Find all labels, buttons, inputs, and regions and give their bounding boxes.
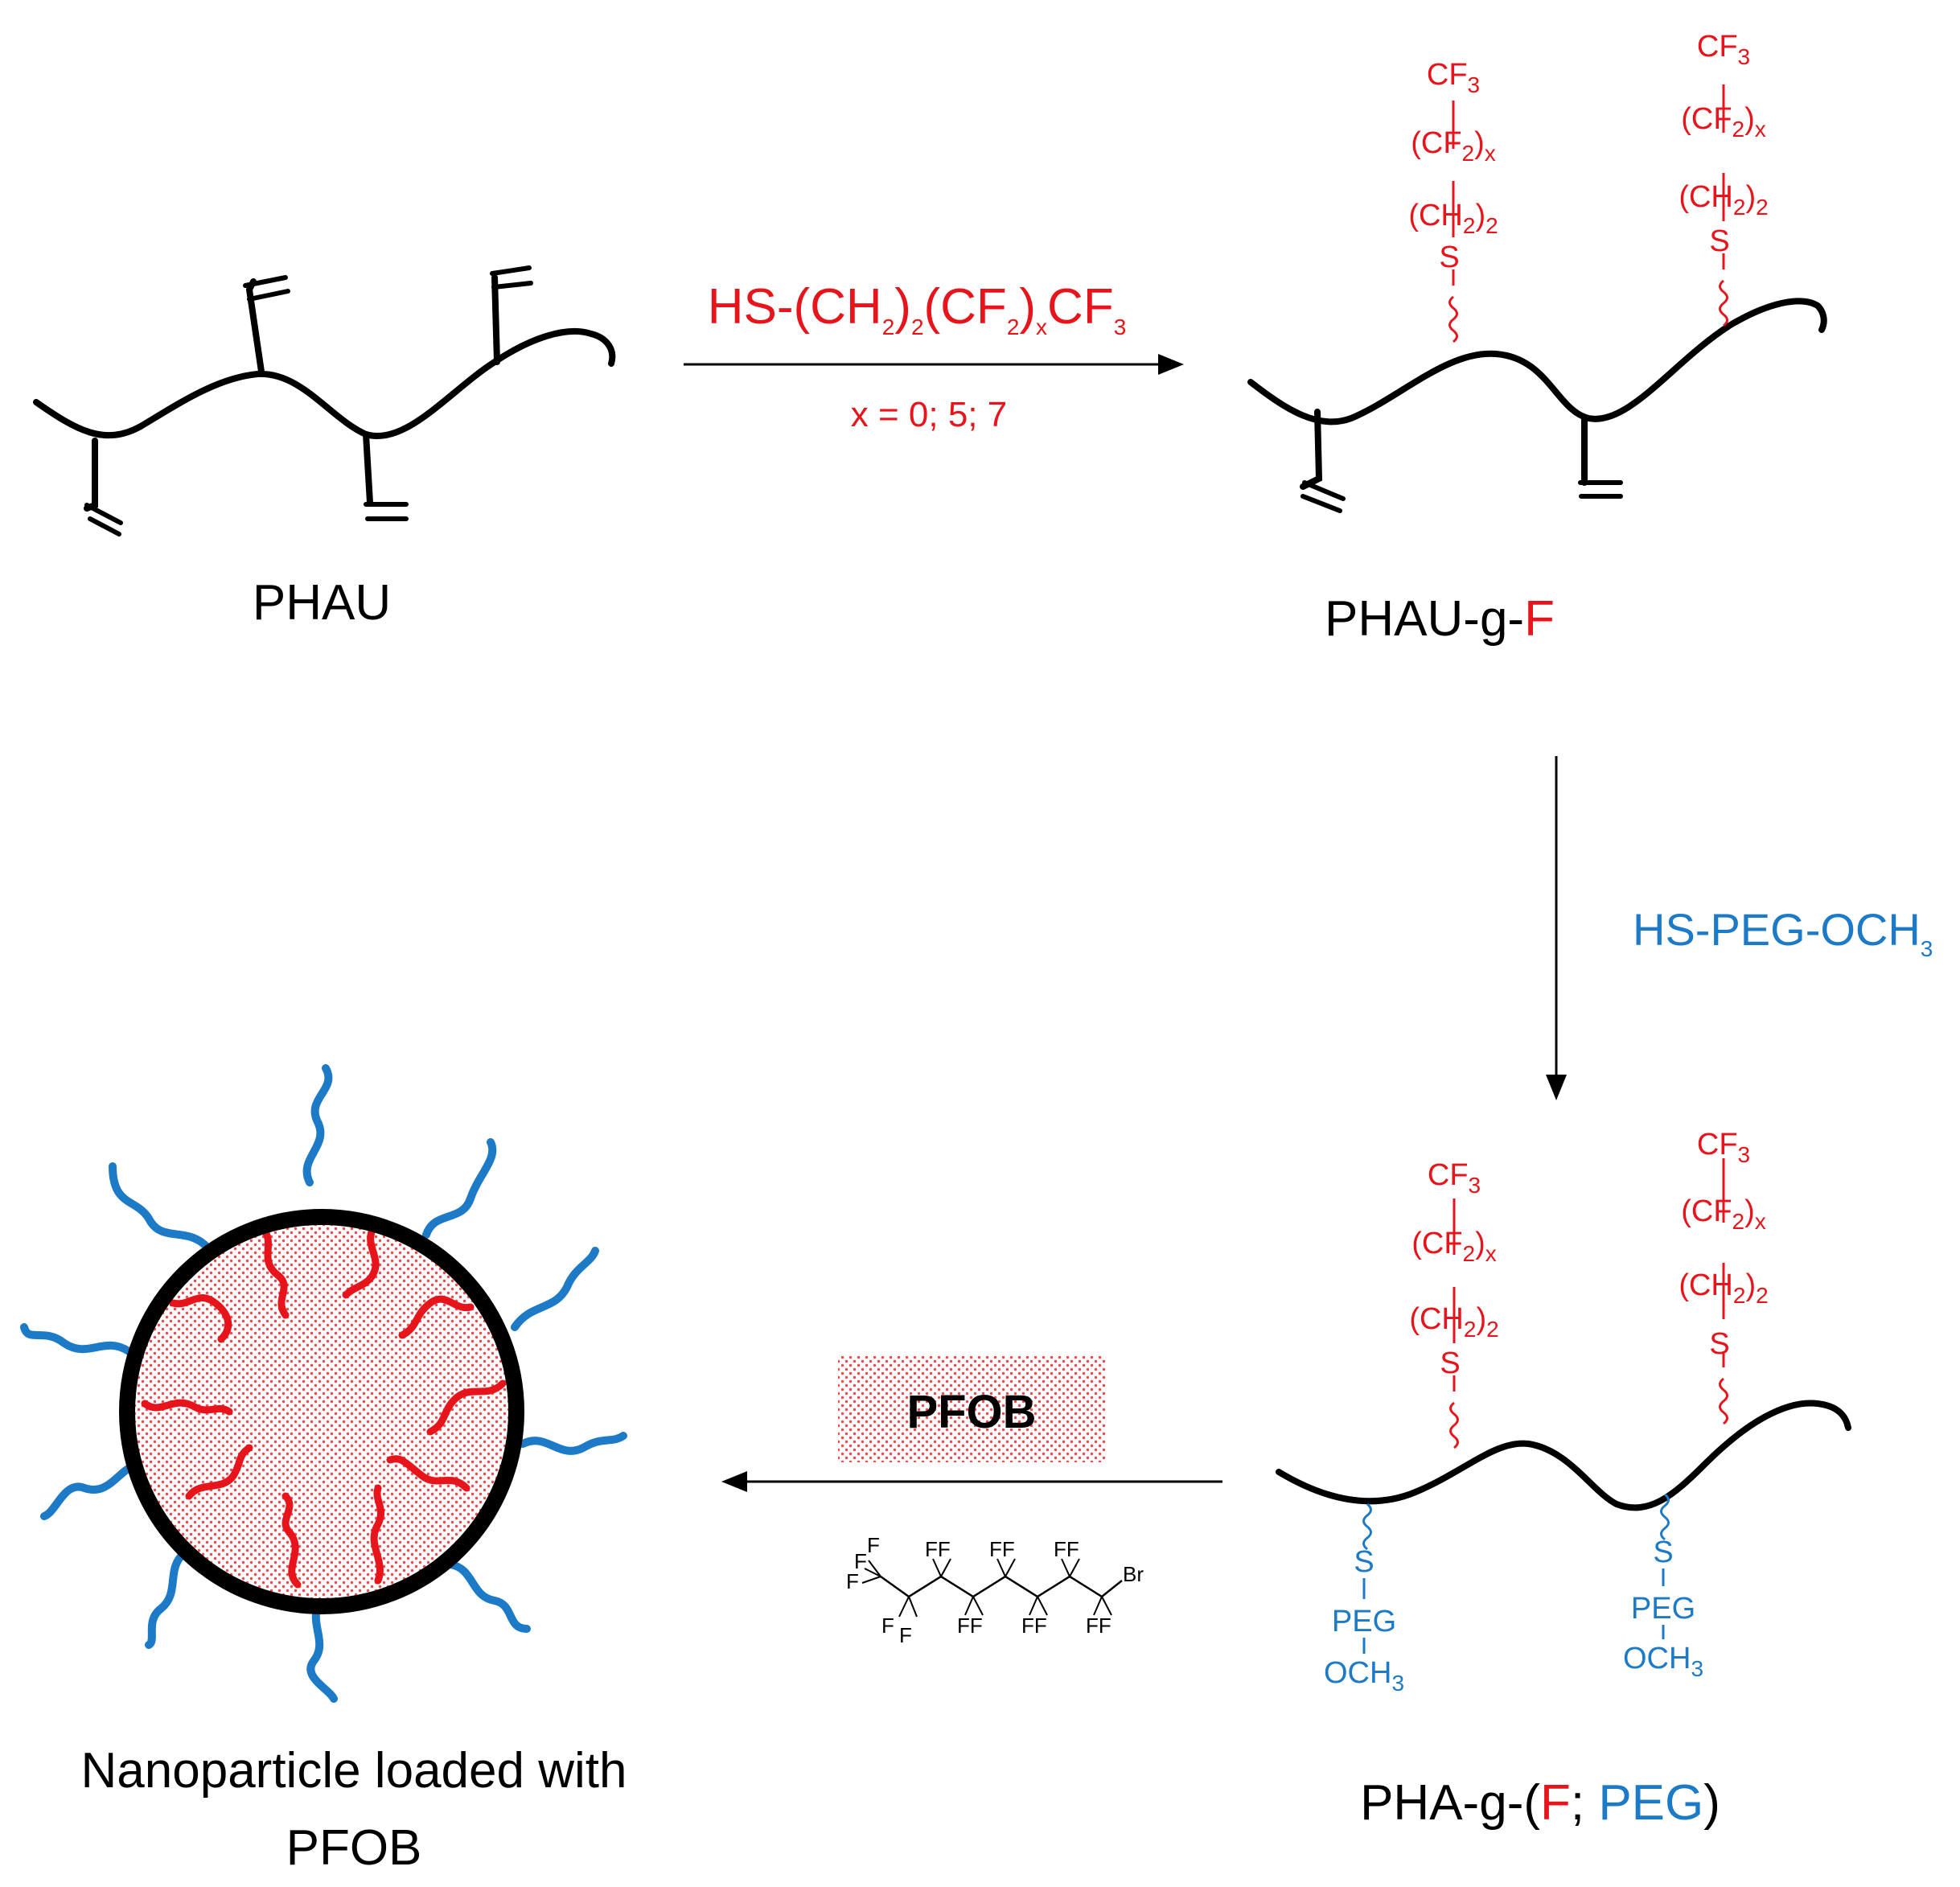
- pha-g-f-peg-structure: S (CH2)2 (CF2)x CF3 S (CH2)2 (CF2)x CF3 …: [1276, 1128, 1851, 1696]
- phau-pendant-3: [363, 431, 373, 506]
- svg-text:S: S: [1440, 1346, 1460, 1380]
- svg-text:F: F: [881, 1614, 894, 1638]
- svg-text:S: S: [1439, 240, 1459, 274]
- f-chain-4: S (CH2)2 (CF2)x CF3: [1679, 1128, 1769, 1425]
- svg-text:FF: FF: [1021, 1614, 1047, 1638]
- svg-text:S: S: [1354, 1545, 1374, 1579]
- f-chain-1: S (CH2)2 (CF2)x CF3: [1408, 58, 1498, 343]
- phau-g-f-structure: S (CH2)2 (CF2)x CF3 S (CH2)2 (CF2)x CF3: [1247, 30, 1827, 513]
- svg-text:PEG: PEG: [1332, 1605, 1396, 1638]
- svg-text:(CH2)2: (CH2)2: [1409, 1302, 1498, 1342]
- peg-corona: [20, 1064, 627, 1703]
- pha-g-f-peg-label: PHA-g-(F; PEG): [1360, 1775, 1720, 1831]
- reaction-arrow-2: [1546, 756, 1567, 1100]
- fluoro-chains-inner: [141, 1223, 507, 1589]
- pfob-molecule: F F F F F FF FF FF FF FF FF Br: [846, 1533, 1144, 1647]
- svg-text:CF3: CF3: [1697, 30, 1750, 69]
- pha-g-backbone: [1276, 1400, 1851, 1511]
- svg-text:CF3: CF3: [1697, 1128, 1750, 1167]
- svg-text:S: S: [1709, 1327, 1729, 1361]
- svg-text:OCH3: OCH3: [1324, 1656, 1404, 1696]
- reaction-condition: x = 0; 5; 7: [851, 395, 1007, 434]
- reaction-arrow-3: [721, 1471, 1222, 1492]
- phau-structure: [33, 265, 616, 536]
- nanoparticle-label-line1: Nanoparticle loaded with: [81, 1743, 627, 1799]
- f-chain-2: S (CH2)2 (CF2)x CF3: [1679, 30, 1769, 327]
- svg-text:F: F: [854, 1549, 867, 1573]
- peg-chain-2: S PEG OCH3: [1623, 1493, 1703, 1681]
- svg-text:FF: FF: [925, 1537, 951, 1561]
- svg-text:CF3: CF3: [1427, 58, 1480, 97]
- svg-text:F: F: [899, 1623, 912, 1647]
- reagent-thiol-peg: HS-PEG-OCH3: [1633, 904, 1933, 961]
- nanoparticle-label-line2: PFOB: [286, 1820, 422, 1876]
- svg-text:FF: FF: [957, 1614, 983, 1638]
- svg-text:S: S: [1709, 224, 1729, 258]
- phau-label: PHAU: [253, 575, 391, 631]
- svg-text:PEG: PEG: [1631, 1592, 1695, 1626]
- svg-text:Br: Br: [1123, 1562, 1144, 1586]
- peg-chain-1: S PEG OCH3: [1324, 1503, 1404, 1696]
- svg-text:OCH3: OCH3: [1623, 1642, 1703, 1681]
- nanoparticle: [20, 1064, 627, 1703]
- f-chain-3: S (CH2)2 (CF2)x CF3: [1409, 1158, 1499, 1449]
- svg-text:(CF2)x: (CF2)x: [1411, 126, 1496, 166]
- svg-text:FF: FF: [989, 1537, 1015, 1561]
- svg-text:(CH2)2: (CH2)2: [1408, 199, 1498, 238]
- reaction-arrow-1: [684, 354, 1184, 375]
- svg-text:FF: FF: [1086, 1614, 1111, 1638]
- svg-text:F: F: [846, 1569, 859, 1593]
- svg-text:F: F: [867, 1533, 880, 1557]
- pfob-box: [838, 1356, 1106, 1462]
- svg-text:(CF2)x: (CF2)x: [1681, 102, 1766, 142]
- phau-pendant-4: [491, 274, 500, 365]
- phau-g-f-backbone: [1247, 298, 1827, 426]
- phau-pendant-1: [84, 438, 98, 512]
- svg-text:(CF2)x: (CF2)x: [1411, 1227, 1497, 1266]
- svg-text:(CH2)2: (CH2)2: [1679, 1268, 1768, 1308]
- reagent-thiol-fluoro: HS-(CH2)2(CF2)xCF3: [708, 279, 1127, 339]
- svg-text:(CH2)2: (CH2)2: [1679, 180, 1768, 220]
- pfob-label: PFOB: [906, 1386, 1036, 1438]
- phau-g-f-label: PHAU-g-F: [1325, 591, 1555, 647]
- nanoparticle-shell: [119, 1209, 524, 1614]
- svg-text:CF3: CF3: [1428, 1158, 1481, 1198]
- svg-text:FF: FF: [1054, 1537, 1079, 1561]
- phau-backbone: [33, 328, 616, 439]
- svg-text:(CF2)x: (CF2)x: [1681, 1194, 1766, 1234]
- svg-text:S: S: [1653, 1536, 1673, 1569]
